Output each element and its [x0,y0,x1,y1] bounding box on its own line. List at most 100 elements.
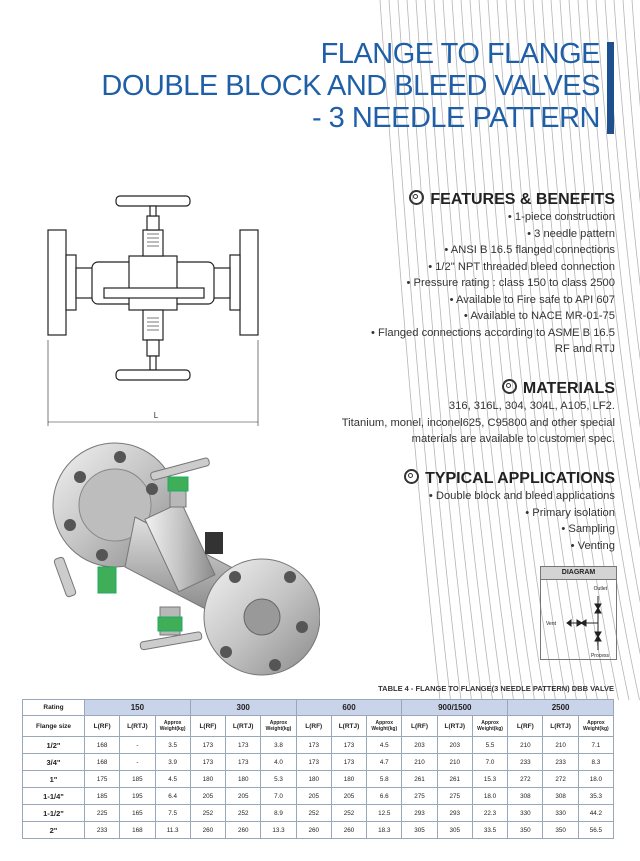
rating-header: 300 [189,699,297,716]
table-cell: 18.0 [577,770,615,788]
column-header: L(RF) [189,715,227,737]
table-cell: 173 [189,736,227,754]
rating-header: 600 [295,699,403,716]
table-cell: 210 [542,736,579,754]
table-cell: 350 [542,821,579,839]
table-cell: 261 [436,770,473,788]
flange-size-cell: 2" [22,821,85,839]
table-cell: 185 [83,787,121,805]
table-cell: 5.3 [260,770,297,788]
table-cell: 165 [119,804,156,822]
table-cell: 308 [507,787,544,805]
table-cell: 293 [436,804,473,822]
decorative-line [622,0,640,204]
table-cell: 3.8 [260,736,297,754]
dimension-label: L [154,411,159,420]
table-cell: 252 [330,804,368,822]
table-cell: 33.5 [471,821,509,839]
table-cell: 308 [542,787,579,805]
specification-table: Rating 150 300 600 900/1500 2500 Flange … [22,699,615,839]
bullseye-icon [409,190,425,205]
table-cell: - [119,736,156,754]
material-item: 316, 316L, 304, 304L, A105, LF2. [448,400,615,412]
table-cell: 4.5 [366,736,403,754]
material-item: materials are available to customer spec… [411,433,615,445]
table-cell: 210 [507,736,544,754]
table-cell: 8.9 [260,804,297,822]
table-cell: 330 [542,804,579,822]
feature-item: • 1-piece construction [507,211,615,223]
table-cell: 350 [507,821,544,839]
title-line-2: DOUBLE BLOCK AND BLEED VALVES [101,70,600,102]
table-cell: 261 [401,770,438,788]
bullseye-icon [501,379,517,394]
table-cell: 3.5 [154,736,191,754]
table-cell: 22.3 [471,804,509,822]
table-cell: 180 [295,770,332,788]
table-cell: 180 [189,770,227,788]
table-cell: 7.1 [577,736,615,754]
table-cell: 252 [225,804,262,822]
column-header: L(RF) [295,715,332,737]
table-cell: 260 [225,821,262,839]
table-cell: 13.3 [260,821,297,839]
title-accent-bar [607,42,614,134]
rating-header: 900/1500 [401,699,509,716]
table-cell: 233 [542,753,579,771]
table-cell: 210 [436,753,473,771]
table-cell: - [119,753,156,771]
table-cell: 305 [436,821,473,839]
table-cell: 305 [401,821,438,839]
column-header: L(RTJ) [225,715,262,737]
table-cell: 18.3 [366,821,403,839]
valve-technical-drawing: L [47,195,259,426]
materials-section: MATERIALS 316, 316L, 304, 304L, A105, LF… [342,379,615,448]
feature-item: • Pressure rating : class 150 to class 2… [406,277,615,289]
flow-diagram-graphic: Outlet Vent Process [546,586,610,659]
table-cell: 180 [225,770,262,788]
material-item: Titanium, monel, inconel625, C95800 and … [341,416,615,429]
table-cell: 168 [83,753,121,771]
table-cell: 5.5 [471,736,509,754]
feature-item: • ANSI B 16.5 flanged connections [444,244,615,256]
feature-item: • Available to NACE MR-01-75 [463,310,615,322]
column-header: L(RTJ) [436,715,473,737]
column-header: L(RF) [401,715,438,737]
rating-header: 150 [84,699,191,716]
applications-heading: TYPICAL APPLICATIONS [404,469,615,488]
feature-item: RF and RTJ [554,343,615,355]
column-header: Approx Weight(kg) [154,715,191,737]
table-cell: 225 [83,804,121,822]
features-heading: FEATURES & BENEFITS [371,190,615,209]
table-cell: 7.0 [471,753,509,771]
table-cell: 173 [225,753,262,771]
column-header: L(RTJ) [542,715,579,737]
column-header: Approx Weight(kg) [260,715,297,737]
decorative-line [613,0,640,287]
decorative-line [631,0,640,108]
flange-size-cell: 1-1/4" [22,787,85,805]
table-cell: 233 [83,821,121,839]
table-cell: 6.6 [366,787,403,805]
title-line-3: - 3 NEEDLE PATTERN [311,102,601,134]
column-header: L(RF) [83,715,121,737]
table-cell: 195 [119,787,156,805]
table-cell: 7.5 [154,804,191,822]
bullseye-icon [404,469,420,484]
table-cell: 203 [401,736,438,754]
table-cell: 4.7 [366,753,403,771]
table-cell: 6.4 [154,787,191,805]
table-cell: 168 [119,821,156,839]
diagram-process-label: Process [591,653,610,659]
table-cell: 272 [542,770,579,788]
table-cell: 15.3 [471,770,509,788]
column-header: L(RTJ) [119,715,156,737]
flange-size-cell: 1/2" [22,736,85,754]
rating-header: 2500 [507,699,614,716]
diagram-title: DIAGRAM [541,567,616,580]
column-header: Approx Weight(kg) [366,715,403,737]
